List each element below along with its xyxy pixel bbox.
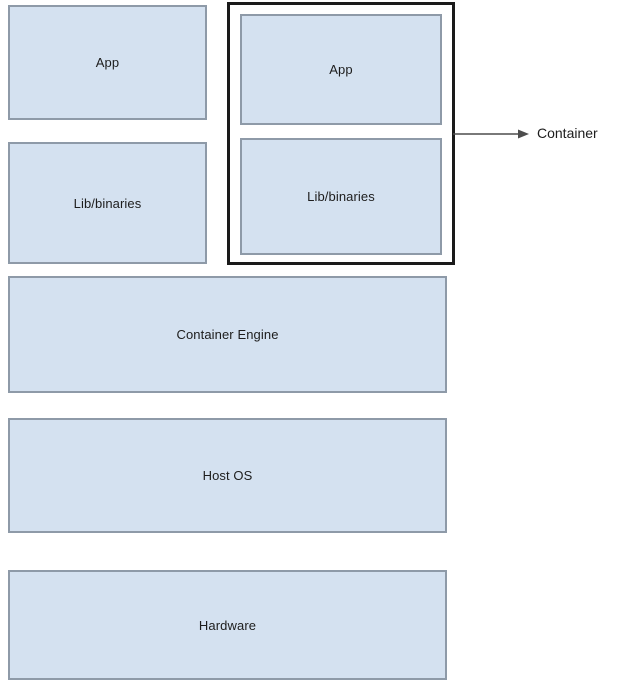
node-label: Hardware — [198, 617, 257, 633]
node-label: Lib/binaries — [307, 189, 375, 204]
node-label: App — [329, 62, 353, 77]
node-label: Host OS — [202, 468, 253, 483]
node-host-os[interactable]: Host OS — [8, 418, 447, 533]
node-app-left[interactable]: App — [8, 5, 207, 120]
node-lib-binaries-container[interactable]: Lib/binaries — [240, 138, 442, 255]
node-label: Lib/binaries — [73, 195, 142, 211]
container-annotation-label: Container — [537, 125, 598, 141]
node-lib-binaries-left[interactable]: Lib/binaries — [8, 142, 207, 264]
node-container-engine[interactable]: Container Engine — [8, 276, 447, 393]
node-label: Container Engine — [176, 327, 279, 342]
node-hardware[interactable]: Hardware — [8, 570, 447, 680]
node-app-container[interactable]: App — [240, 14, 442, 125]
container-annotation-arrow — [453, 129, 529, 139]
node-label: App — [95, 55, 120, 70]
